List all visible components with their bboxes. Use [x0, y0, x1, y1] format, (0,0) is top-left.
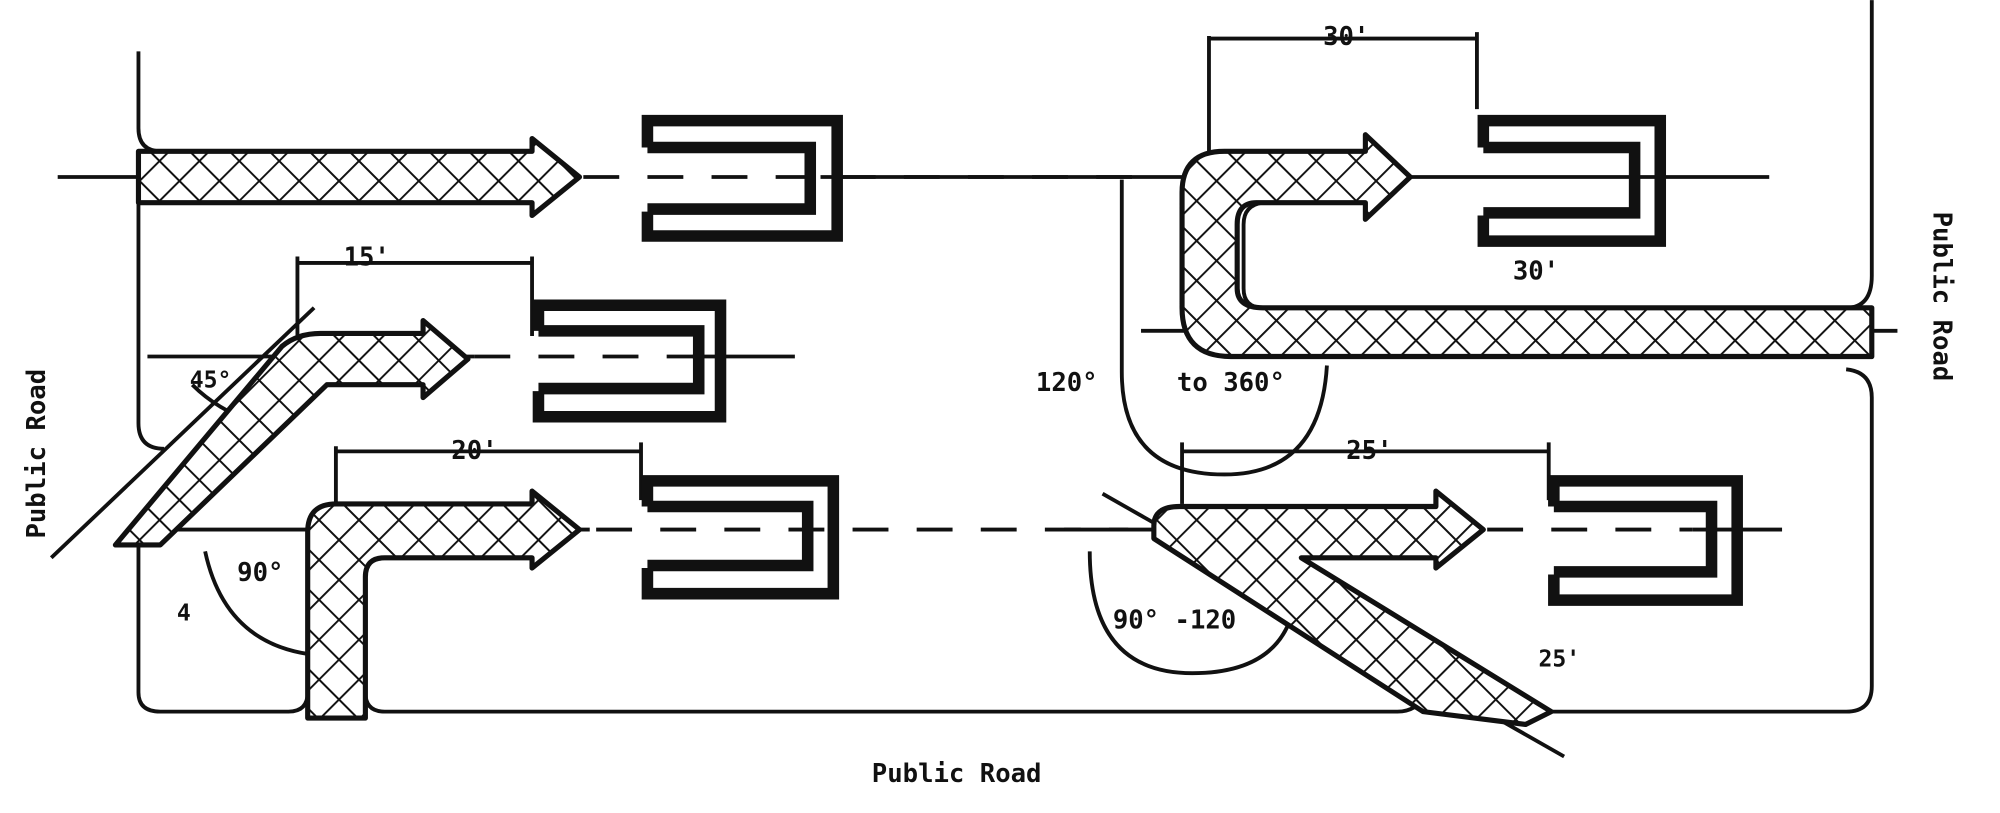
public-road-bottom: Public Road	[872, 759, 1042, 789]
angle-to-360: to 360°	[1177, 368, 1285, 398]
dimension-15ft: 15'	[344, 242, 390, 272]
driveway-straight	[135, 135, 583, 219]
garage-2	[532, 299, 727, 423]
garage-1	[641, 114, 843, 242]
driveway-u-turn	[1179, 132, 1875, 360]
driveway-90	[305, 488, 583, 721]
angle-90-120: 90° -120	[1113, 605, 1236, 635]
dimension-30ft: 30'	[1513, 257, 1559, 287]
public-road-left: Public Road	[22, 369, 52, 539]
garages	[532, 114, 1743, 606]
garage-4	[1477, 114, 1667, 247]
driveway-angled	[112, 318, 471, 548]
angle-90: 90°	[237, 558, 283, 588]
label-4: 4	[177, 601, 191, 627]
driveway-obtuse	[1151, 488, 1554, 728]
dimension-20ft: 20'	[451, 436, 497, 466]
dimension-25ft-small: 25'	[1538, 647, 1580, 673]
garage-5	[1548, 475, 1743, 606]
dimension-30ft-top: 30'	[1323, 22, 1369, 52]
dimension-25ft: 25'	[1346, 436, 1392, 466]
garage-3	[641, 475, 840, 600]
angle-120: 120°	[1036, 368, 1098, 398]
public-road-right: Public Road	[1926, 212, 1956, 382]
driveways	[112, 132, 1875, 728]
angle-45: 45°	[190, 367, 232, 393]
